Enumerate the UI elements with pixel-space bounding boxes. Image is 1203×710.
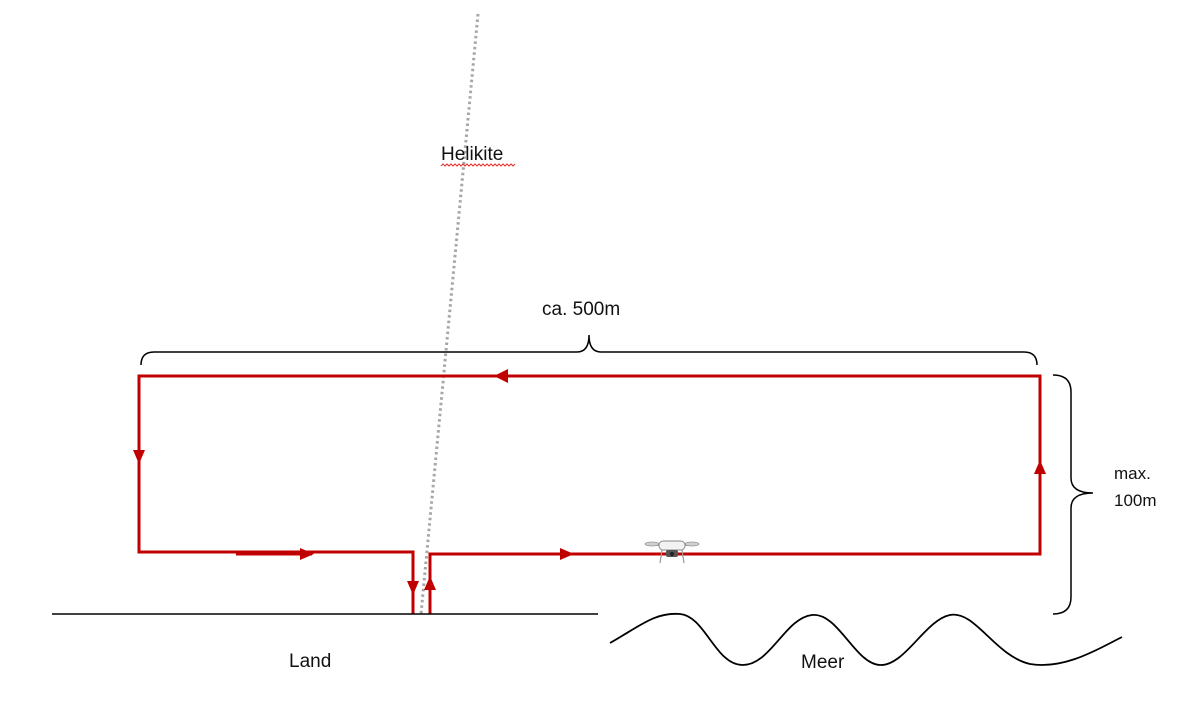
- width-brace: [140, 334, 1038, 366]
- arrow-right-lower-left: [300, 548, 314, 560]
- height-brace: [1052, 374, 1094, 615]
- spellcheck-underline: [440, 163, 516, 167]
- arrow-up-ascent: [424, 576, 436, 590]
- arrow-right-lower: [560, 548, 574, 560]
- helikite-label: Helikite: [441, 144, 503, 165]
- quadcopter-drone-icon: [644, 540, 700, 564]
- land-label: Land: [289, 651, 331, 672]
- helikite-tether: [419, 13, 480, 615]
- arrow-down-left: [133, 450, 145, 464]
- arrow-left-top: [494, 369, 508, 383]
- arrow-down-descent: [407, 581, 419, 595]
- height-label-line1: max.: [1114, 464, 1151, 483]
- height-label-line2: 100m: [1114, 491, 1157, 510]
- flight-path: [137, 374, 1042, 614]
- sea-label: Meer: [801, 652, 845, 673]
- arrow-up-right: [1034, 460, 1046, 474]
- sea-wave: [609, 613, 1123, 666]
- width-label: ca. 500m: [542, 299, 620, 320]
